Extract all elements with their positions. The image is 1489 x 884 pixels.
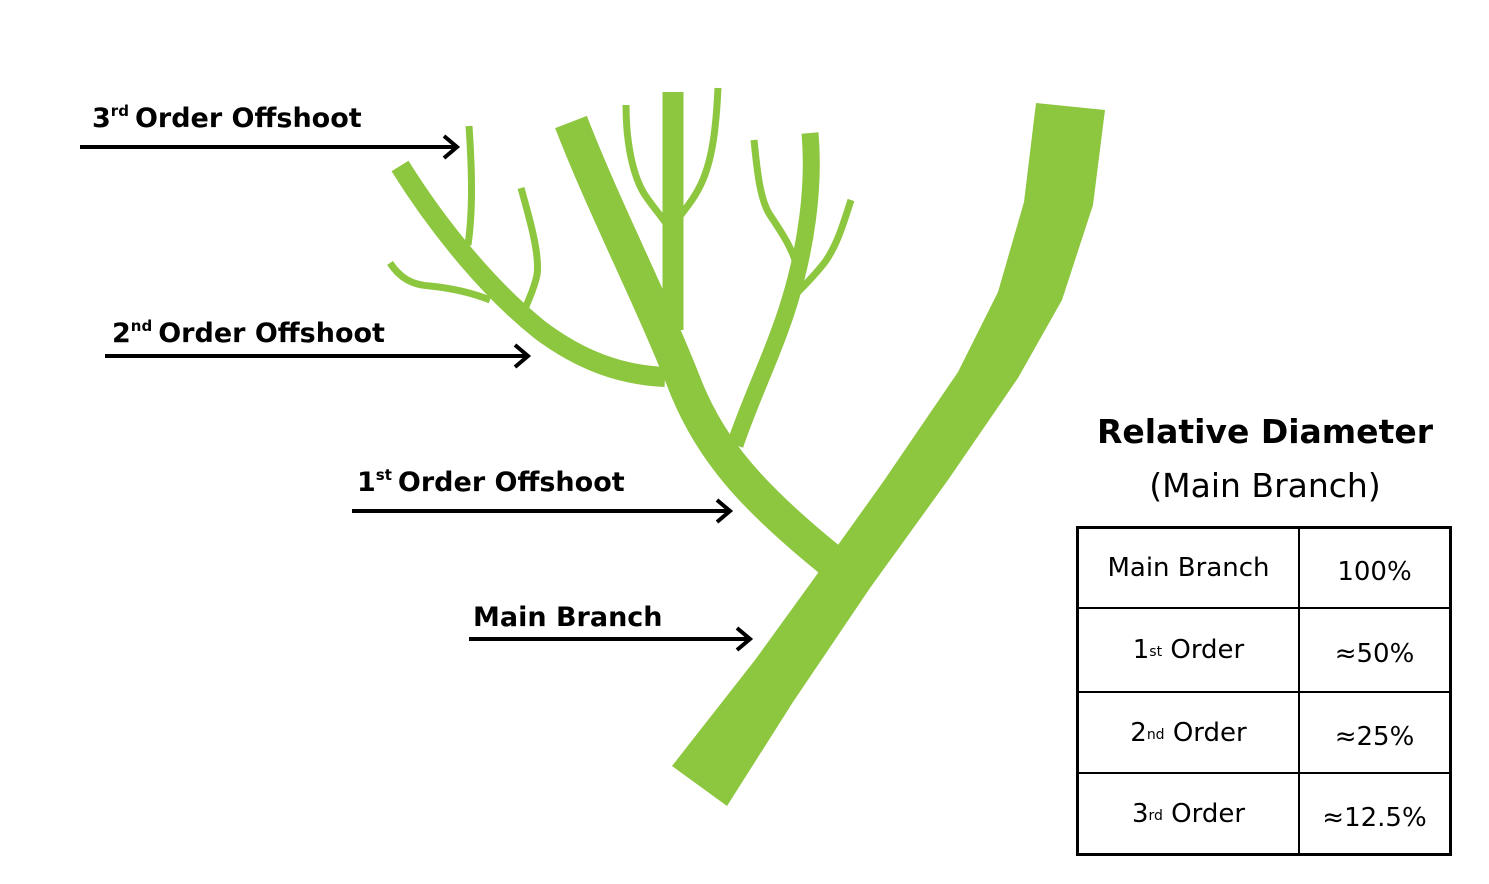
- label-main-branch: Main Branch: [473, 602, 663, 633]
- table-cell-value: 100%: [1300, 529, 1449, 609]
- second-order-branch-left: [391, 160, 666, 387]
- third-order-branches: [387, 87, 855, 314]
- third-order-offshoot-left-curl: [387, 260, 492, 304]
- arrow-main-branch: [469, 626, 754, 652]
- third-order-offshoot-center-right: [672, 87, 722, 224]
- arrow-third-order: [80, 134, 461, 160]
- table-cell-value: ≈12.5%: [1322, 802, 1427, 833]
- arrow-second-order: [105, 343, 532, 369]
- table-cell-value: ≈25%: [1300, 693, 1449, 774]
- table-cell-label: Main Branch: [1079, 529, 1300, 609]
- table-title: Relative Diameter: [1096, 412, 1433, 451]
- third-order-offshoot-right-left: [750, 139, 799, 262]
- first-order-branch: [555, 115, 841, 574]
- table-cell-value: ≈50%: [1300, 609, 1449, 693]
- third-order-offshoot-right-right: [792, 198, 855, 298]
- third-order-offshoot-left-mid: [517, 187, 542, 314]
- callout-arrows: [80, 134, 754, 652]
- arrow-first-order: [352, 498, 734, 524]
- table-subtitle: (Main Branch): [1149, 466, 1381, 505]
- second-order-branch-right: [726, 132, 820, 448]
- third-order-offshoot-center-left: [622, 104, 674, 232]
- main-branch-shape: [672, 103, 1105, 806]
- third-order-offshoot-left-up: [464, 125, 475, 246]
